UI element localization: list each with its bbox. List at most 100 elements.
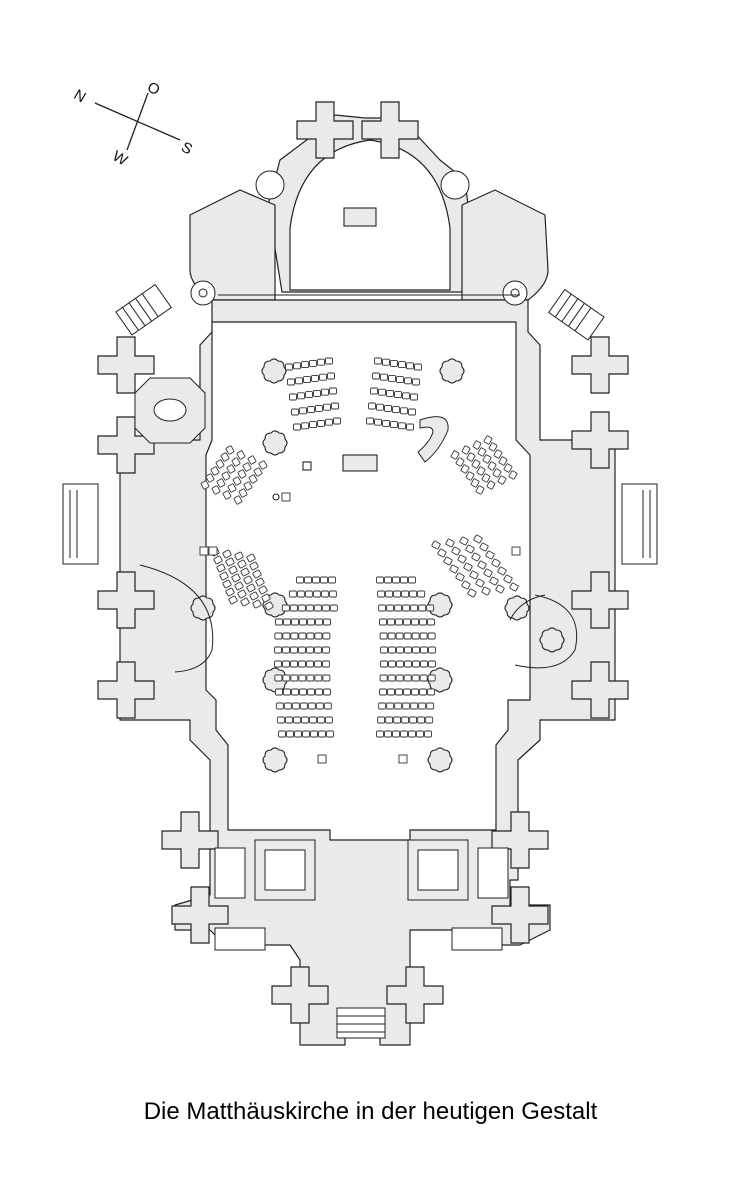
pew-seat (306, 674, 315, 682)
pew-seat (321, 388, 329, 396)
pew-seat (417, 590, 426, 598)
pew-seat (314, 632, 323, 640)
pew-seat (392, 730, 400, 738)
pew-seat (314, 618, 323, 626)
pew-seat (314, 660, 323, 668)
pew-seat (307, 406, 315, 414)
pew-seat (403, 674, 412, 682)
pew-seat (322, 688, 331, 696)
pew-seat (387, 618, 396, 626)
pew-seat (377, 590, 386, 598)
pew-seat (403, 688, 412, 696)
pew-seat (390, 359, 398, 367)
pew-seat (312, 576, 320, 584)
pew-seat (379, 660, 388, 668)
pew-seat (414, 363, 422, 371)
pew-seat (379, 688, 388, 696)
pew-seat (281, 604, 290, 612)
pew-seat (419, 674, 428, 682)
pew-seat (298, 660, 307, 668)
pew-seat (305, 391, 313, 399)
pew-seat (274, 618, 283, 626)
pew-seat (282, 646, 291, 654)
pew-seat (382, 358, 390, 366)
pew-seat (394, 702, 403, 710)
pew-seat (323, 403, 331, 411)
pew-seat (329, 387, 337, 395)
pew-seat (290, 688, 299, 696)
pew-seat (274, 646, 283, 654)
pew-seat (395, 618, 404, 626)
pew-seat (394, 604, 403, 612)
pew-seat (317, 419, 325, 427)
pew-seat (402, 392, 410, 400)
pew-seat (290, 660, 299, 668)
pew-seat (404, 377, 412, 385)
pew-seat (395, 646, 404, 654)
pew-seat (315, 404, 323, 412)
pew-seat (403, 632, 412, 640)
pew-seat (325, 418, 333, 426)
pew-seat (290, 674, 299, 682)
pew-seat (274, 688, 283, 696)
door-swings (139, 564, 578, 673)
pew-seat (411, 618, 420, 626)
pew-seat (379, 632, 388, 640)
pew-seat (320, 576, 328, 584)
pew-seat (393, 716, 402, 724)
pew-seat (307, 702, 316, 710)
pew-seat (285, 363, 293, 371)
pew-seat (298, 646, 307, 654)
pillar-base (208, 546, 218, 556)
pew-seat (374, 357, 382, 365)
pew-seat (384, 576, 392, 584)
pew-seat (323, 702, 332, 710)
pew-seat (379, 646, 388, 654)
altar-area (218, 207, 520, 501)
pew-seat (322, 618, 331, 626)
pew-seat (400, 730, 408, 738)
pew-seat (388, 374, 396, 382)
spiral-stairs (134, 170, 528, 901)
pew-seat (284, 716, 293, 724)
pew-seat (274, 674, 283, 682)
pew-seat (274, 632, 283, 640)
pew-seat (427, 646, 436, 654)
pew-seat (290, 632, 299, 640)
pew-seat (322, 674, 331, 682)
pew-seat (427, 632, 436, 640)
pew-seat (312, 590, 321, 598)
pew-seat (298, 688, 307, 696)
pew-seat (289, 393, 297, 401)
pew-seat (379, 618, 388, 626)
pew-seat (384, 404, 392, 412)
pew-seat (306, 660, 315, 668)
pew-seat (411, 674, 420, 682)
pew-seat (419, 646, 428, 654)
pillar-base (317, 754, 327, 764)
pew-seat (366, 417, 374, 425)
pew-seat (306, 688, 315, 696)
pew-seat (276, 716, 285, 724)
pew-seat (380, 373, 388, 381)
pew-seat (368, 402, 376, 410)
pew-seat (327, 372, 335, 380)
compass-west-label: W (109, 148, 130, 170)
pew-seat (408, 576, 416, 584)
pew-seat (382, 419, 390, 427)
pew-seat (370, 387, 378, 395)
pew-seat (411, 688, 420, 696)
pew-seat (282, 632, 291, 640)
pew-seat (282, 688, 291, 696)
pew-seat (394, 391, 402, 399)
pew-seat (376, 403, 384, 411)
pew-seat (409, 716, 418, 724)
pew-seat (325, 357, 333, 365)
pew-seat (298, 618, 307, 626)
pew-seat (377, 716, 386, 724)
pew-seat (296, 576, 304, 584)
pew-seat (410, 604, 419, 612)
pew-seat (328, 590, 337, 598)
pew-seat (329, 604, 338, 612)
pew-seat (298, 674, 307, 682)
